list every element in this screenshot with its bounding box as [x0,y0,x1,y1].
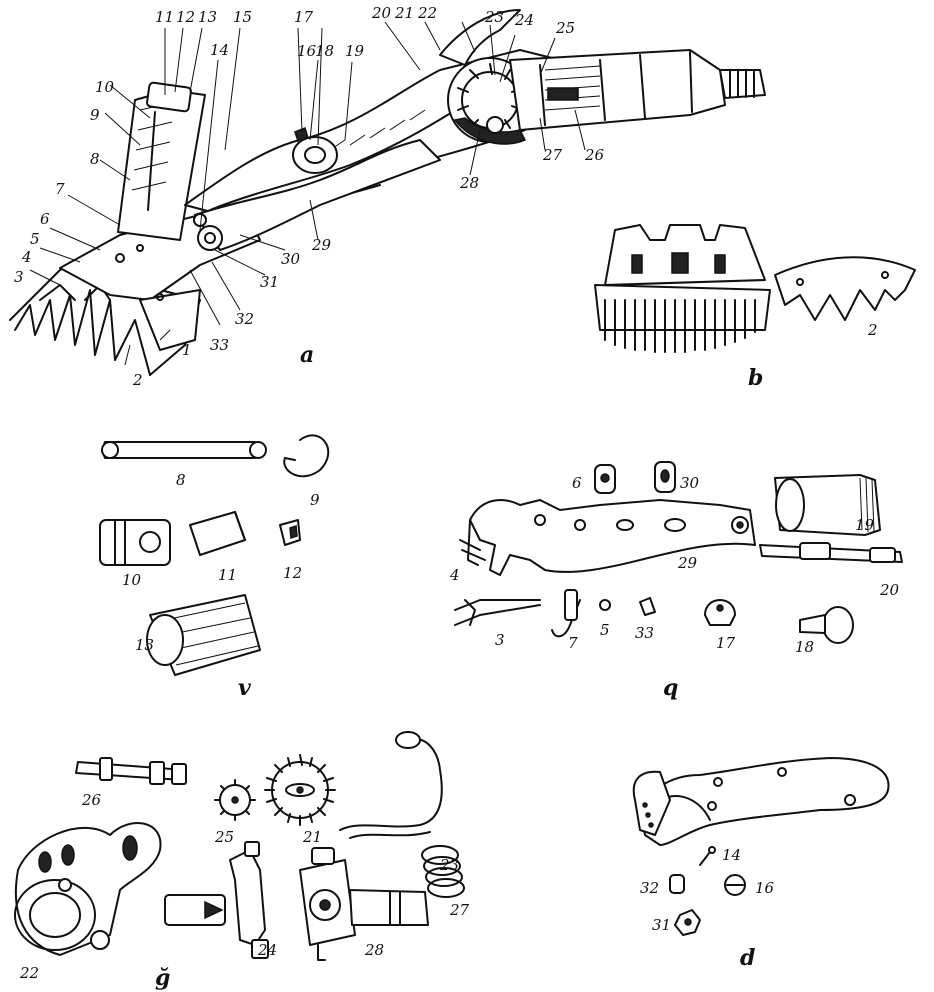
label-2: 2 [132,371,143,389]
label-9: 9 [90,106,100,124]
part-v-13: 13 [135,636,154,654]
label-32: 32 [235,310,254,328]
part-g-26: 26 [81,791,102,809]
comb-and-cutter: 2 b [594,224,916,391]
part-q-5: 5 [600,621,610,639]
tension-column [117,81,206,241]
label-14: 14 [210,41,229,59]
label-17: 17 [294,8,314,26]
label-8: 8 [90,150,100,168]
part-q-19: 19 [855,516,875,534]
section-label-a: a [300,342,314,368]
label-19: 19 [345,42,365,60]
part-v-12: 12 [283,564,302,582]
gear-housing [439,9,533,145]
label-15: 15 [233,8,252,26]
part-q-7: 7 [568,634,578,652]
label-29: 29 [311,236,332,254]
label-13: 13 [198,8,217,26]
motor-tube [509,49,766,131]
label-5: 5 [30,230,40,248]
label-25: 25 [555,19,575,37]
part-v-8: 8 [176,471,186,489]
section-label-d: d [740,945,755,971]
label-18: 18 [315,42,334,60]
part-v-9: 9 [310,491,320,509]
part-g-22: 22 [19,964,39,982]
label-11: 11 [155,8,174,26]
part-g-21: 21 [302,828,322,846]
label-21: 21 [394,4,414,22]
part-q-33: 33 [635,624,654,642]
part-g-25: 25 [214,828,234,846]
label-24: 24 [514,11,534,29]
label-30: 30 [281,250,301,268]
part-g-28: 28 [364,941,384,959]
part-q-3: 3 [495,631,505,649]
section-label-g: ğ [155,965,170,991]
label-26: 26 [584,146,605,164]
label-27: 27 [542,146,563,164]
part-q-30: 30 [680,474,700,492]
part-v-10: 10 [122,571,142,589]
section-label-q: q [663,675,678,701]
assembly-labels: 1 2 3 4 5 6 7 8 9 10 11 12 13 14 15 16 1… [14,4,605,389]
label-3: 3 [14,268,24,286]
assembly-leader-lines [29,21,586,366]
cutter-label-2: 2 [867,321,878,339]
grip-parts: 14 32 16 31 d [632,757,890,971]
label-20: 20 [371,4,392,22]
label-16: 16 [297,42,317,60]
label-6: 6 [40,210,50,228]
part-q-20: 20 [879,581,900,599]
label-22: 22 [417,4,437,22]
label-28: 28 [459,174,479,192]
assembly-drawing: 1 2 3 4 5 6 7 8 9 10 11 12 13 14 15 16 1… [9,4,766,389]
lever-parts: 6 30 19 4 29 20 3 7 5 33 [449,461,903,701]
part-v-11: 11 [218,566,237,584]
coil-spring [421,845,465,898]
part-q-29: 29 [677,554,698,572]
gear-parts: 26 25 21 23 27 22 [14,731,470,991]
label-7: 7 [55,180,65,198]
section-label-b: b [748,365,763,391]
label-4: 4 [21,248,32,266]
part-q-17: 17 [716,634,736,652]
part-d-14: 14 [722,846,741,864]
part-d-16: 16 [755,879,775,897]
label-10: 10 [95,78,115,96]
label-33: 33 [210,336,229,354]
tension-parts: 8 9 10 11 12 13 v [99,434,330,701]
section-label-v: v [238,675,251,701]
part-q-18: 18 [795,638,814,656]
part-g-24: 24 [257,941,277,959]
part-q-4: 4 [449,566,460,584]
label-12: 12 [176,8,195,26]
part-q-6: 6 [572,474,582,492]
label-1: 1 [182,341,192,359]
label-23: 23 [484,8,504,26]
part-d-31: 31 [652,916,671,934]
part-g-27: 27 [449,901,470,919]
label-31: 31 [260,273,279,291]
part-d-32: 32 [640,879,659,897]
